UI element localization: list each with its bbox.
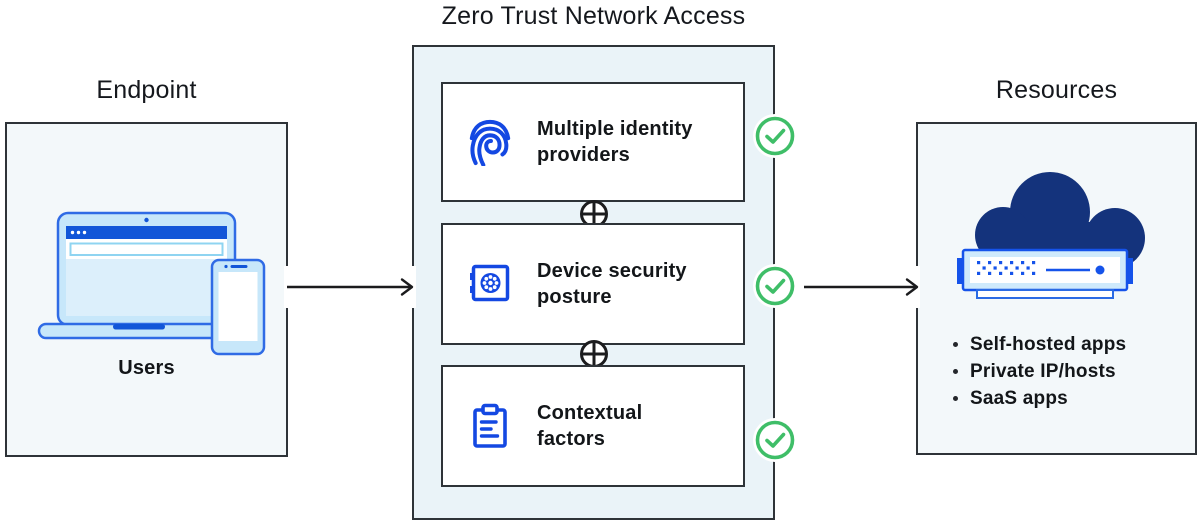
safe-icon — [468, 263, 512, 305]
right-arrow-icon — [287, 278, 414, 296]
bullet-dot — [953, 396, 958, 401]
users-caption: Users — [118, 357, 175, 379]
factor-label: Contextual factors — [537, 402, 643, 450]
factor-label: Multiple identity providers — [537, 118, 693, 166]
check-circle-icon — [753, 418, 797, 462]
factor-box-device: Device security posture — [441, 223, 745, 345]
list-item: Private IP/hosts — [953, 358, 1183, 385]
factor-box-context: Contextual factors — [441, 365, 745, 487]
factor-box-identity: Multiple identity providers — [441, 82, 745, 202]
endpoint-title: Endpoint — [96, 76, 197, 104]
clipboard-icon — [468, 403, 512, 449]
bullet-dot — [953, 369, 958, 374]
check-circle-icon — [753, 114, 797, 158]
factor-label: Device security posture — [537, 260, 687, 308]
laptop-and-phone-illustration — [37, 211, 266, 356]
right-arrow-icon — [804, 278, 919, 296]
check-circle-icon — [753, 264, 797, 308]
resources-bullet-list: Self-hosted apps Private IP/hosts SaaS a… — [953, 331, 1183, 412]
ztna-title: Zero Trust Network Access — [441, 2, 746, 30]
list-item: Self-hosted apps — [953, 331, 1183, 358]
fingerprint-icon — [468, 118, 512, 166]
list-item: SaaS apps — [953, 385, 1183, 412]
resources-title: Resources — [995, 76, 1118, 104]
bullet-dot — [953, 342, 958, 347]
cloud-server-illustration — [957, 172, 1145, 299]
